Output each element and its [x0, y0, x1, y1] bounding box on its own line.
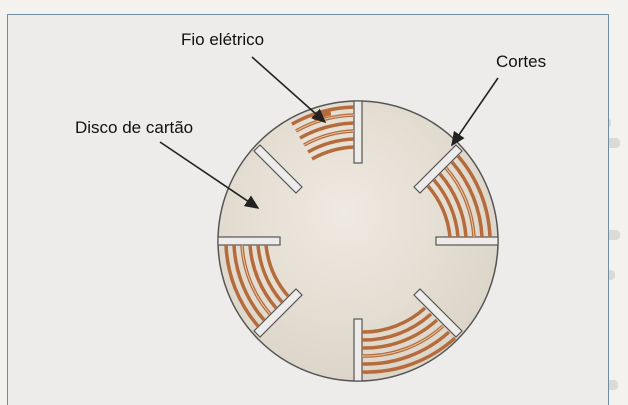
cuts-arrow	[451, 77, 499, 147]
wire-label: Fio elétrico	[181, 30, 265, 49]
pointer-arrows	[159, 56, 499, 209]
winding-right	[426, 154, 492, 238]
cut-bottom-right	[413, 288, 463, 338]
cut-top	[353, 100, 363, 164]
winding-lower-left	[224, 244, 290, 328]
cut-bottom-left	[253, 288, 303, 338]
disc-cuts	[217, 100, 499, 382]
cut-top-right	[413, 144, 463, 194]
wire-arrow	[251, 56, 327, 124]
cuts-label: Cortes	[496, 52, 547, 71]
cut-left	[217, 236, 281, 246]
cut-top-left	[253, 144, 303, 194]
winding-bottom	[361, 306, 457, 374]
cut-right	[435, 236, 499, 246]
disc-arrow	[159, 141, 260, 209]
disc-label: Disco de cartão	[75, 118, 194, 137]
cut-bottom	[353, 318, 363, 382]
